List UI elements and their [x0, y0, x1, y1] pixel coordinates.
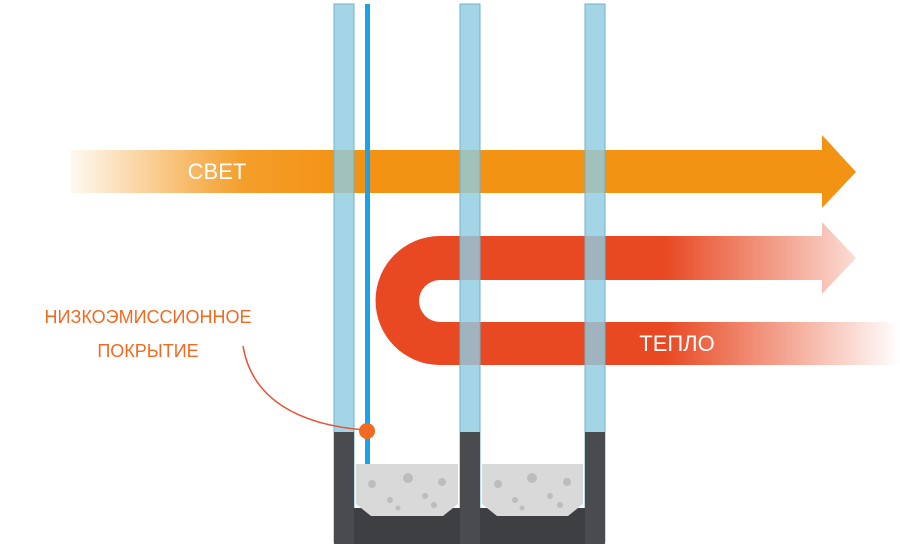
callout-leader-line — [242, 345, 366, 431]
light-label: СВЕТ — [188, 159, 247, 184]
low-e-coating-film — [365, 4, 370, 464]
sealant-left — [334, 432, 354, 544]
sealant-right — [585, 432, 605, 544]
coating-label-line2: ПОКРЫТИЕ — [97, 341, 198, 361]
coating-label-line1: НИЗКОЭМИССИОННОЕ — [45, 307, 252, 327]
glass-unit — [333, 3, 606, 544]
sealant-middle — [460, 432, 480, 544]
spacer-chamber-1 — [354, 464, 460, 544]
heat-arrow: ТЕПЛО — [375, 222, 900, 365]
spacer-chamber-2 — [480, 464, 585, 544]
coating-dot — [359, 423, 375, 439]
low-e-callout: НИЗКОЭМИССИОННОЕ ПОКРЫТИЕ — [45, 307, 375, 439]
heat-label: ТЕПЛО — [639, 331, 714, 356]
